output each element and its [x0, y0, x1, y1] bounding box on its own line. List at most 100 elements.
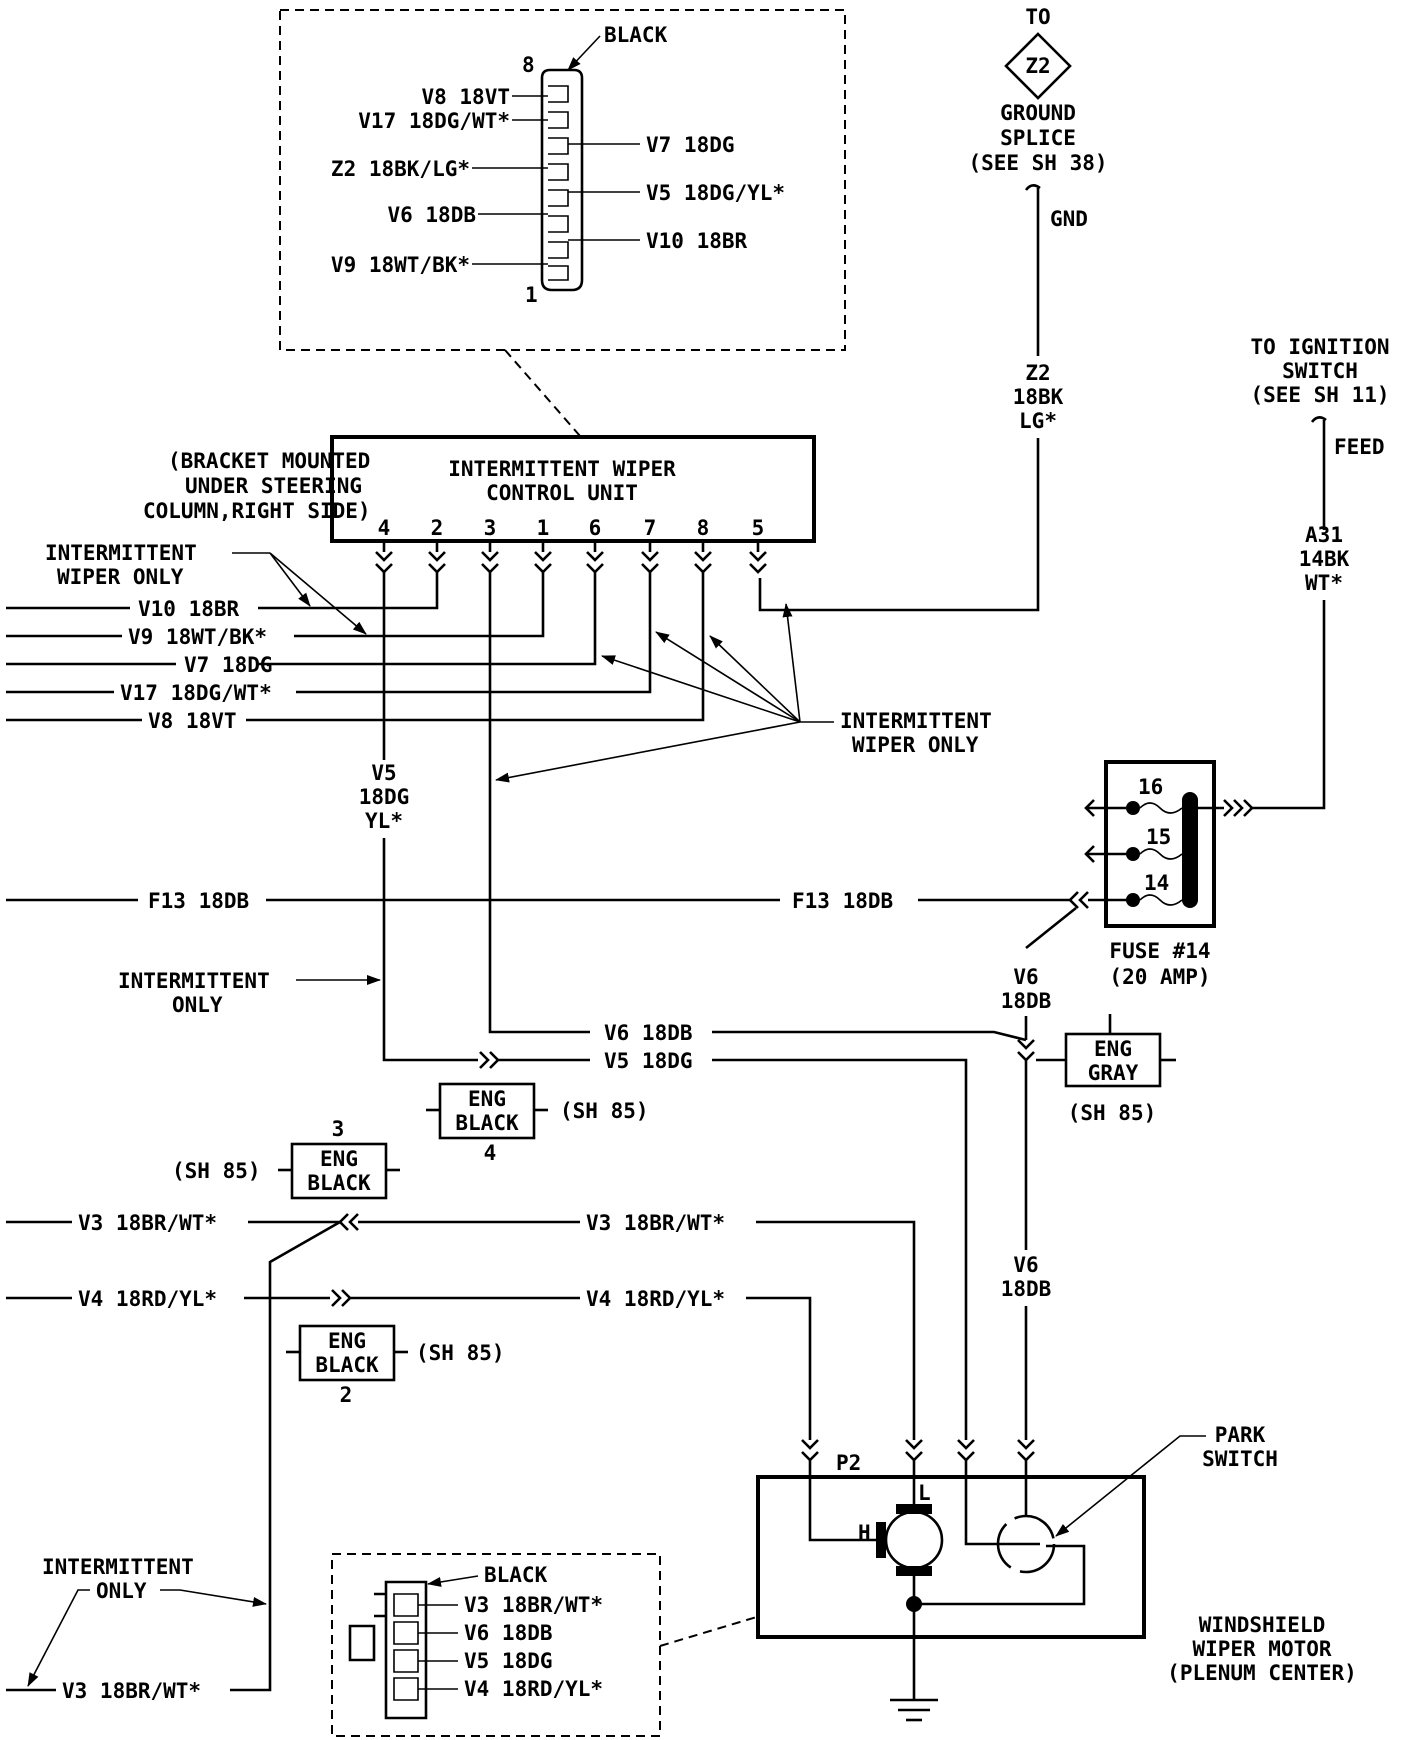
v6-motor-gauge: 18DB [1001, 1277, 1052, 1301]
f13-fuse-connector [1068, 891, 1089, 909]
eng-black-3-num: 3 [332, 1117, 345, 1141]
v5-inline-connector [479, 1051, 500, 1069]
wire-v8 [246, 572, 705, 722]
bottom-connector-wire-v6: V6 18DB [464, 1621, 553, 1645]
ignition-line-3: (SEE SH 11) [1250, 383, 1389, 407]
left-wire-group: INTERMITTENT WIPER ONLY V10 18BR V9 18WT… [6, 541, 705, 733]
wire-v9 [294, 572, 545, 638]
control-unit: (BRACKET MOUNTED UNDER STEERING COLUMN,R… [143, 435, 816, 574]
wire-v3: V3 18BR/WT* V3 18BR/WT* [6, 1211, 916, 1692]
eng-gray-ref: (SH 85) [1068, 1101, 1157, 1125]
pin-2: 2 [431, 516, 444, 540]
eng-black-4-ref: (SH 85) [560, 1099, 649, 1123]
ignition-line-2: SWITCH [1282, 359, 1358, 383]
v6-fuse-circuit: V6 [1013, 965, 1038, 989]
v3-left-label: V3 18BR/WT* [78, 1211, 217, 1235]
v3-bottom-label: V3 18BR/WT* [62, 1679, 201, 1703]
motor-label-1: WINDSHIELD [1199, 1613, 1325, 1637]
control-unit-mount-line-3: COLUMN,RIGHT SIDE) [143, 499, 371, 523]
f13-left-label: F13 18DB [148, 889, 249, 913]
left-note-line-1: INTERMITTENT [45, 541, 197, 565]
wire-v4-to-motor [746, 1296, 812, 1440]
wire-v3-to-motor [756, 1220, 916, 1440]
motor-armature [884, 1510, 944, 1570]
connector-shell [540, 68, 584, 292]
control-unit-box [330, 435, 816, 543]
motor-label-3: (PLENUM CENTER) [1167, 1661, 1357, 1685]
top-connector-detail: BLACK 8 1 V8 18VT V17 18DG/WT* Z2 18BK/L… [279, 9, 846, 351]
v5-vertical-circuit: V5 [371, 761, 396, 785]
ignition-connector-symbol [1233, 799, 1254, 817]
motor-h-label: H [858, 1521, 871, 1545]
park-switch-line-1: PARK [1215, 1423, 1266, 1447]
top-connector-wire-v17: V17 18DG/WT* [358, 109, 510, 133]
v6-splice-connector [1017, 1039, 1035, 1062]
control-unit-mount-line-2: UNDER STEERING [185, 474, 362, 498]
top-connector-color: BLACK [604, 23, 668, 47]
bottom-connector-cavities [393, 1593, 419, 1701]
eng-black-3-connector: 3 ENG BLACK (SH 85) [172, 1117, 400, 1200]
wiper-motor: P2 H L PARK SWITCH WINDSHIELD WIPER MOTO… [756, 1423, 1357, 1722]
pin-5: 5 [752, 516, 765, 540]
wire-v3-bottom-route [230, 1220, 341, 1692]
v5-vertical-stripe: YL* [365, 809, 403, 833]
eng-black-4-connector: ENG BLACK 4 (SH 85) [426, 1082, 649, 1165]
pin-8: 8 [697, 516, 710, 540]
intermittent-only-mid-1: INTERMITTENT [118, 969, 270, 993]
wire-v4: V4 18RD/YL* V4 18RD/YL* [6, 1287, 812, 1440]
v6-horiz-label: V6 18DB [604, 1021, 693, 1045]
top-connector-wire-v10: V10 18BR [646, 229, 748, 253]
eng-black-2-line-1: ENG [328, 1329, 366, 1353]
v3-inline-connector [338, 1213, 359, 1231]
top-connector-wire-v6: V6 18DB [387, 203, 476, 227]
left-note-line-2: WIPER ONLY [57, 565, 184, 589]
wire-v9-label: V9 18WT/BK* [128, 625, 267, 649]
top-connector-pin-8: 8 [522, 53, 535, 77]
f13-right-label: F13 18DB [792, 889, 893, 913]
v4-inline-connector [331, 1289, 352, 1307]
intermittent-only-mid-2: ONLY [172, 993, 223, 1017]
eng-gray-line-2: GRAY [1088, 1061, 1139, 1085]
v6-fuse-gauge: 18DB [1001, 989, 1052, 1013]
wire-v10-label: V10 18BR [138, 597, 240, 621]
bottom-connector-shell [384, 1580, 428, 1720]
wire-v6-horiz [712, 1030, 1027, 1042]
ground-wire-stripe: LG* [1019, 409, 1057, 433]
motor-label-2: WIPER MOTOR [1192, 1637, 1331, 1661]
top-connector-wire-z2: Z2 18BK/LG* [331, 157, 470, 181]
top-connector-wire-v7: V7 18DG [646, 133, 735, 157]
ignition-wire-circuit: A31 [1305, 523, 1343, 547]
v3-right-label: V3 18BR/WT* [586, 1211, 725, 1235]
intermittent-only-bottom-2: ONLY [96, 1579, 147, 1603]
fuse-label-2: (20 AMP) [1109, 965, 1210, 989]
ground-wire-circuit: Z2 [1025, 361, 1050, 385]
motor-housing [756, 1475, 1146, 1639]
intermittent-only-bottom-1: INTERMITTENT [42, 1555, 194, 1579]
control-unit-pins: 4 2 3 1 6 7 8 5 [378, 516, 765, 540]
ignition-wire-stripe: WT* [1305, 571, 1343, 595]
v4-left-label: V4 18RD/YL* [78, 1287, 217, 1311]
ignition-line-1: TO IGNITION [1250, 335, 1389, 359]
control-unit-title-1: INTERMITTENT WIPER [448, 457, 676, 481]
eng-black-3-line-2: BLACK [307, 1171, 371, 1195]
eng-black-3-ref: (SH 85) [172, 1159, 261, 1183]
ignition-wire [1250, 600, 1326, 810]
ground-wire-to-pin5 [758, 438, 1040, 612]
control-unit-pin-connectors [375, 541, 767, 574]
ground-symbol [890, 1698, 938, 1722]
ignition-feed: TO IGNITION SWITCH (SEE SH 11) FEED A31 … [1233, 335, 1390, 817]
pin-3: 3 [484, 516, 497, 540]
wire-f13: F13 18DB F13 18DB [6, 889, 1128, 913]
top-connector-detail-frame [279, 9, 846, 351]
motor-l-label: L [918, 1481, 931, 1505]
ignition-wire-gauge: 14BK [1299, 547, 1350, 571]
top-connector-wire-v9: V9 18WT/BK* [331, 253, 470, 277]
control-unit-title-2: CONTROL UNIT [486, 481, 638, 505]
wire-v6-fuse: V6 18DB V6 18DB [1001, 906, 1077, 1440]
v5-vertical-gauge: 18DG [359, 785, 410, 809]
top-connector-pin-1: 1 [525, 283, 538, 307]
top-connector-color-arrow [567, 35, 601, 71]
pin-7: 7 [644, 516, 657, 540]
ground-gnd-label: GND [1050, 207, 1088, 231]
wire-v6-from-pin3 [488, 572, 590, 1034]
